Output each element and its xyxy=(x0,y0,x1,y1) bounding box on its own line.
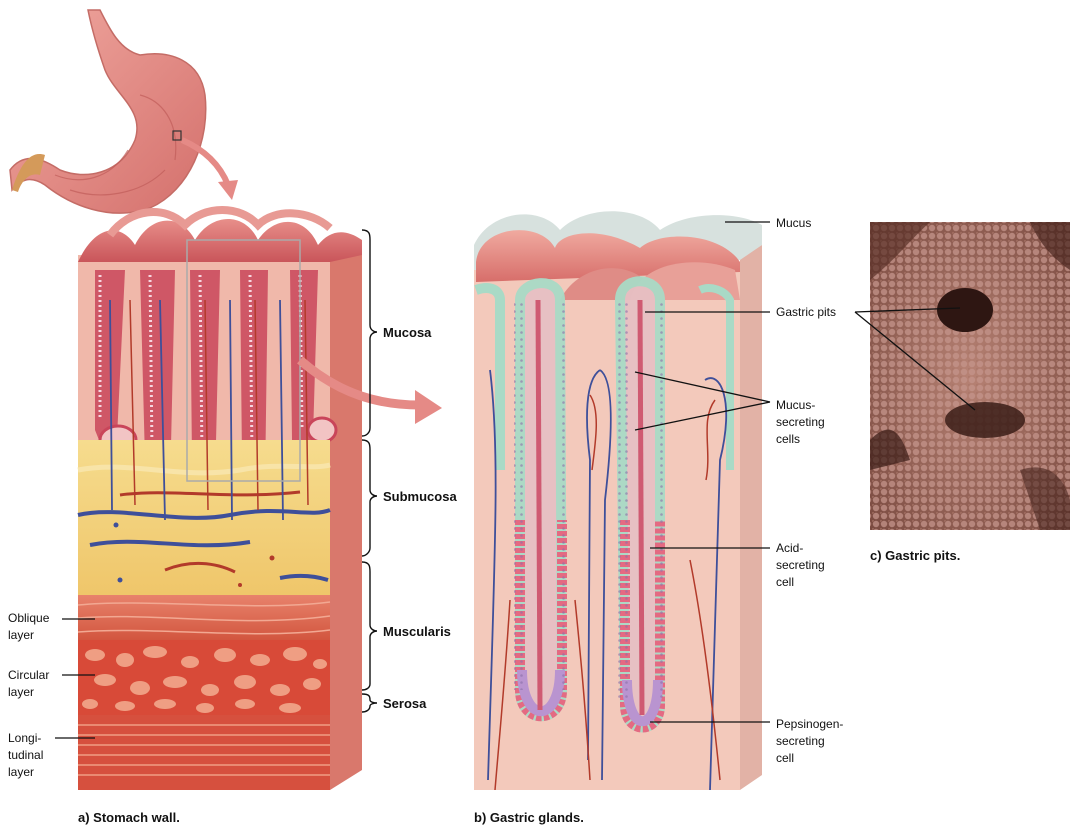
label-mucosa: Mucosa xyxy=(383,325,432,340)
caption-gastric-pits: c) Gastric pits. xyxy=(870,548,961,563)
label-submucosa: Submucosa xyxy=(383,489,457,504)
gland-leader-lines xyxy=(634,221,771,723)
label-pepsinogen-secreting-cell: Pepsinogen- secreting cell xyxy=(776,717,844,765)
layer-brackets xyxy=(361,229,378,713)
arrow-head-icon xyxy=(415,390,442,424)
gastric-glands-block xyxy=(474,211,762,791)
label-mucus-secreting-cells: Mucus- secreting cells xyxy=(776,398,825,446)
arrow-to-wall xyxy=(180,137,231,187)
stomach-wall-block xyxy=(77,206,362,790)
zoom-box-icon xyxy=(172,130,182,141)
caption-gastric-glands: b) Gastric glands. xyxy=(474,810,584,825)
label-acid-secreting-cell: Acid- secreting cell xyxy=(776,541,825,589)
label-muscularis: Muscularis xyxy=(383,624,451,639)
label-mucus: Mucus xyxy=(776,216,812,230)
caption-stomach-wall: a) Stomach wall. xyxy=(78,810,180,825)
muscle-leader-lines xyxy=(55,618,95,739)
label-circular-layer: Circular layer xyxy=(8,668,50,699)
label-serosa: Serosa xyxy=(383,696,427,711)
gastric-pits-micrograph xyxy=(870,222,1070,530)
label-longitudinal-layer: Longi- tudinal layer xyxy=(8,731,44,779)
label-oblique-layer: Oblique layer xyxy=(8,611,50,642)
label-gastric-pits: Gastric pits xyxy=(776,305,837,319)
arrow-head-icon xyxy=(218,180,238,200)
arrow-to-glands xyxy=(297,356,421,410)
micrograph-leader-lines xyxy=(854,307,976,411)
stomach-organ xyxy=(9,9,207,214)
